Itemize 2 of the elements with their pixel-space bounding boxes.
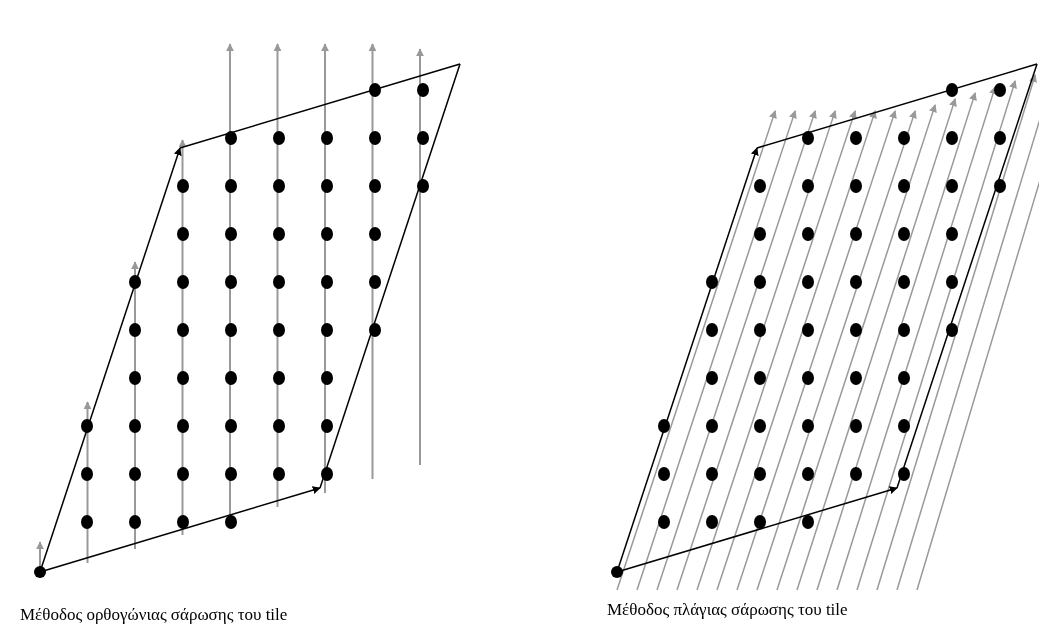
- caption: Μέθοδος ορθογώνιας σάρωσης του tile: [20, 605, 288, 625]
- caption: Μέθοδος πλάγιας σάρωσης του tile: [607, 600, 848, 620]
